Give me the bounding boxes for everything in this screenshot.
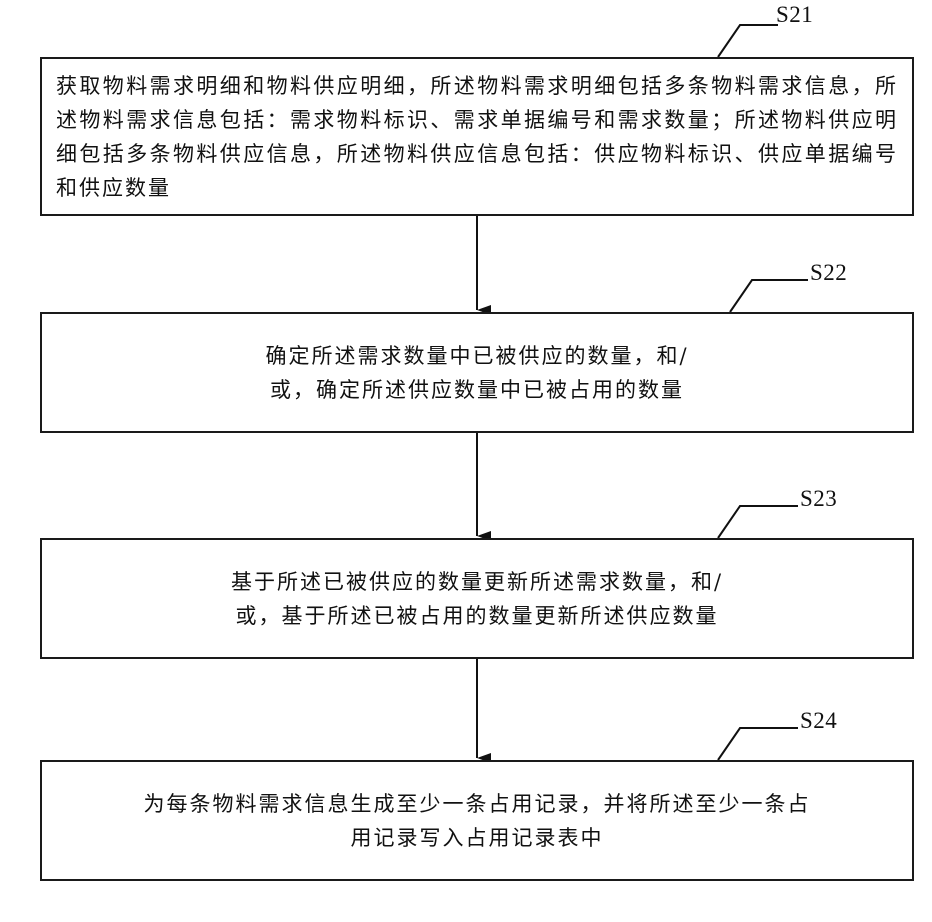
step-text-s24: 为每条物料需求信息生成至少一条占用记录，并将所述至少一条占 用记录写入占用记录表… <box>144 787 811 855</box>
step-label-s21: S21 <box>776 2 813 28</box>
step-text-s22-line2: 或，确定所述供应数量中已被占用的数量 <box>270 378 684 402</box>
step-box-s21: 获取物料需求明细和物料供应明细，所述物料需求明细包括多条物料需求信息，所述物料需… <box>40 57 914 216</box>
step-text-s24-line1: 为每条物料需求信息生成至少一条占用记录，并将所述至少一条占 <box>144 792 811 816</box>
step-box-s23: 基于所述已被供应的数量更新所述需求数量，和/ 或，基于所述已被占用的数量更新所述… <box>40 538 914 659</box>
step-text-s24-line2: 用记录写入占用记录表中 <box>351 826 604 850</box>
step-text-s23-line1: 基于所述已被供应的数量更新所述需求数量，和/ <box>231 570 723 594</box>
step-label-s24: S24 <box>800 708 837 734</box>
leader-line-s23 <box>718 506 798 538</box>
leader-line-s24 <box>718 728 798 760</box>
leader-line-s22 <box>730 280 808 312</box>
step-box-s22: 确定所述需求数量中已被供应的数量，和/ 或，确定所述供应数量中已被占用的数量 <box>40 312 914 433</box>
step-label-s22: S22 <box>810 260 847 286</box>
step-text-s21: 获取物料需求明细和物料供应明细，所述物料需求明细包括多条物料需求信息，所述物料需… <box>56 69 898 205</box>
step-box-s24: 为每条物料需求信息生成至少一条占用记录，并将所述至少一条占 用记录写入占用记录表… <box>40 760 914 881</box>
step-text-s22-line1: 确定所述需求数量中已被供应的数量，和/ <box>265 344 688 368</box>
step-text-s23: 基于所述已被供应的数量更新所述需求数量，和/ 或，基于所述已被占用的数量更新所述… <box>231 565 723 633</box>
step-text-s23-line2: 或，基于所述已被占用的数量更新所述供应数量 <box>235 604 718 628</box>
leader-line-s21 <box>718 25 778 57</box>
step-text-s22: 确定所述需求数量中已被供应的数量，和/ 或，确定所述供应数量中已被占用的数量 <box>265 339 688 407</box>
step-label-s23: S23 <box>800 486 837 512</box>
